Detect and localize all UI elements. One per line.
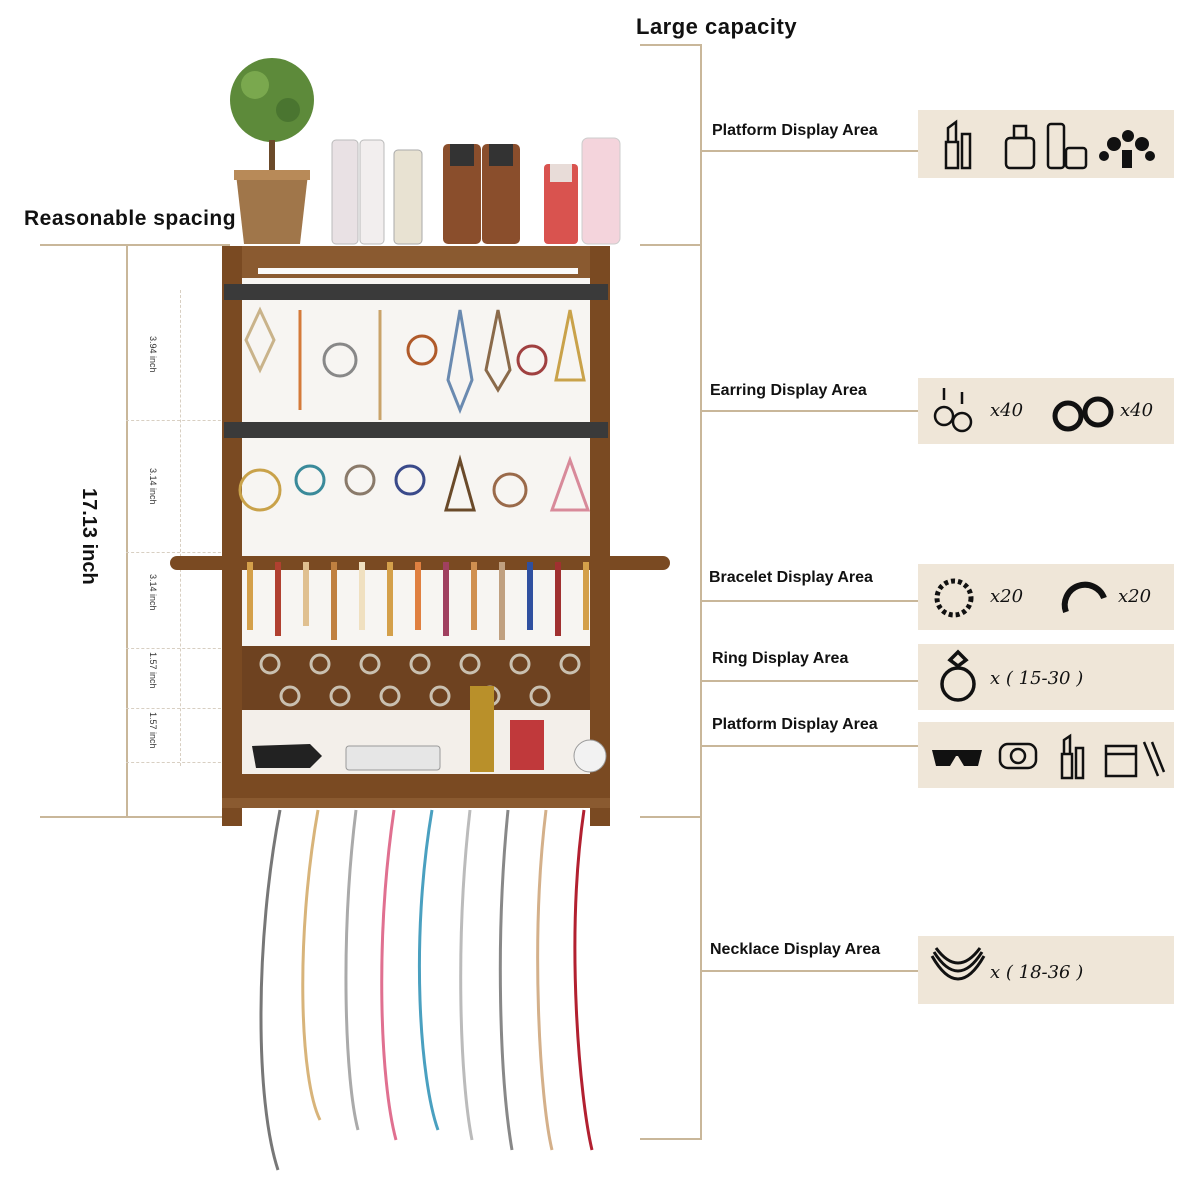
section-divider [126,762,226,763]
bracket-bottom-cap [640,1138,702,1140]
section-height-4: 1.57 inch [148,652,158,689]
jewelry-organizer-illustration [170,58,670,1171]
necklaces [259,809,594,1171]
area-label-platform-bottom: Platform Display Area [712,716,878,733]
bracket-top-cap [640,44,702,46]
area-connector-line [700,970,918,972]
bead-bracelet-icon [934,578,974,618]
necklace-icon [930,947,986,981]
reasonable-spacing-title: Reasonable spacing [24,207,237,230]
cream-icon [1046,122,1088,170]
area-label-ring: Ring Display Area [712,650,849,667]
bracket-hooks-cap [640,816,702,818]
area-label-necklace: Necklace Display Area [710,941,881,958]
section-height-1: 3.94 inch [148,336,158,373]
bracelet-bead-count: x20 [990,586,1024,607]
drop-earring-icon [933,388,973,433]
area-connector-line [700,410,918,412]
bracket-shelf-cap [640,244,702,246]
perfume-icon [1004,124,1036,170]
ring-icon-box: x ( 15-30 ) [918,644,1174,710]
ring-count: x ( 15-30 ) [990,668,1084,689]
platform-top-icon-box [918,110,1174,178]
dim-top-line [40,244,230,246]
earring-drop-count: x40 [990,400,1024,421]
platform-items [252,686,607,773]
box-icon [1104,741,1166,778]
earrings-row-1 [244,306,586,420]
dim-vertical-line [126,244,128,818]
platform-bottom-icon-box [918,722,1174,788]
earrings-row-2 [238,454,591,512]
section-divider [126,552,226,553]
section-divider [126,648,226,649]
area-connector-line [700,680,918,682]
capacity-bracket-line [700,44,702,1140]
bracelet-bangle-count: x20 [1118,586,1152,607]
hoop-earring-icon [1052,396,1114,432]
lipstick-icon [1060,733,1085,780]
section-height-3: 3.14 inch [148,574,158,611]
bracelet-icon-box: x20 x20 [918,564,1174,630]
section-height-5: 1.57 inch [148,712,158,749]
necklace-count: x ( 18-36 ) [990,962,1084,983]
section-height-2: 3.14 inch [148,468,158,505]
section-divider [126,708,226,709]
area-connector-line [700,150,918,152]
earring-icon-box: x40 x40 [918,378,1174,444]
bangle-icon [1061,581,1107,614]
area-connector-line [700,600,918,602]
ring-icon [940,649,976,702]
section-guide-vertical [180,290,181,766]
overall-height-label: 17.13 inch [78,488,100,585]
bracelets [247,562,589,640]
plant-icon [1099,130,1155,168]
area-label-bracelet: Bracelet Display Area [709,569,873,586]
cosmetics-on-shelf [331,137,621,245]
area-connector-line [700,745,918,747]
necklace-icon-box: x ( 18-36 ) [918,936,1174,1004]
section-divider [126,420,226,421]
sunglasses-icon [932,750,982,766]
area-label-platform-top: Platform Display Area [712,122,878,139]
lipstick-icon [944,119,972,170]
plant-decoration [230,58,314,244]
area-label-earring: Earring Display Area [710,382,867,399]
wooden-frame [170,246,670,826]
watch-icon [998,742,1038,770]
earring-hoop-count: x40 [1120,400,1154,421]
dim-bottom-line [40,816,230,818]
large-capacity-title: Large capacity [636,14,798,39]
